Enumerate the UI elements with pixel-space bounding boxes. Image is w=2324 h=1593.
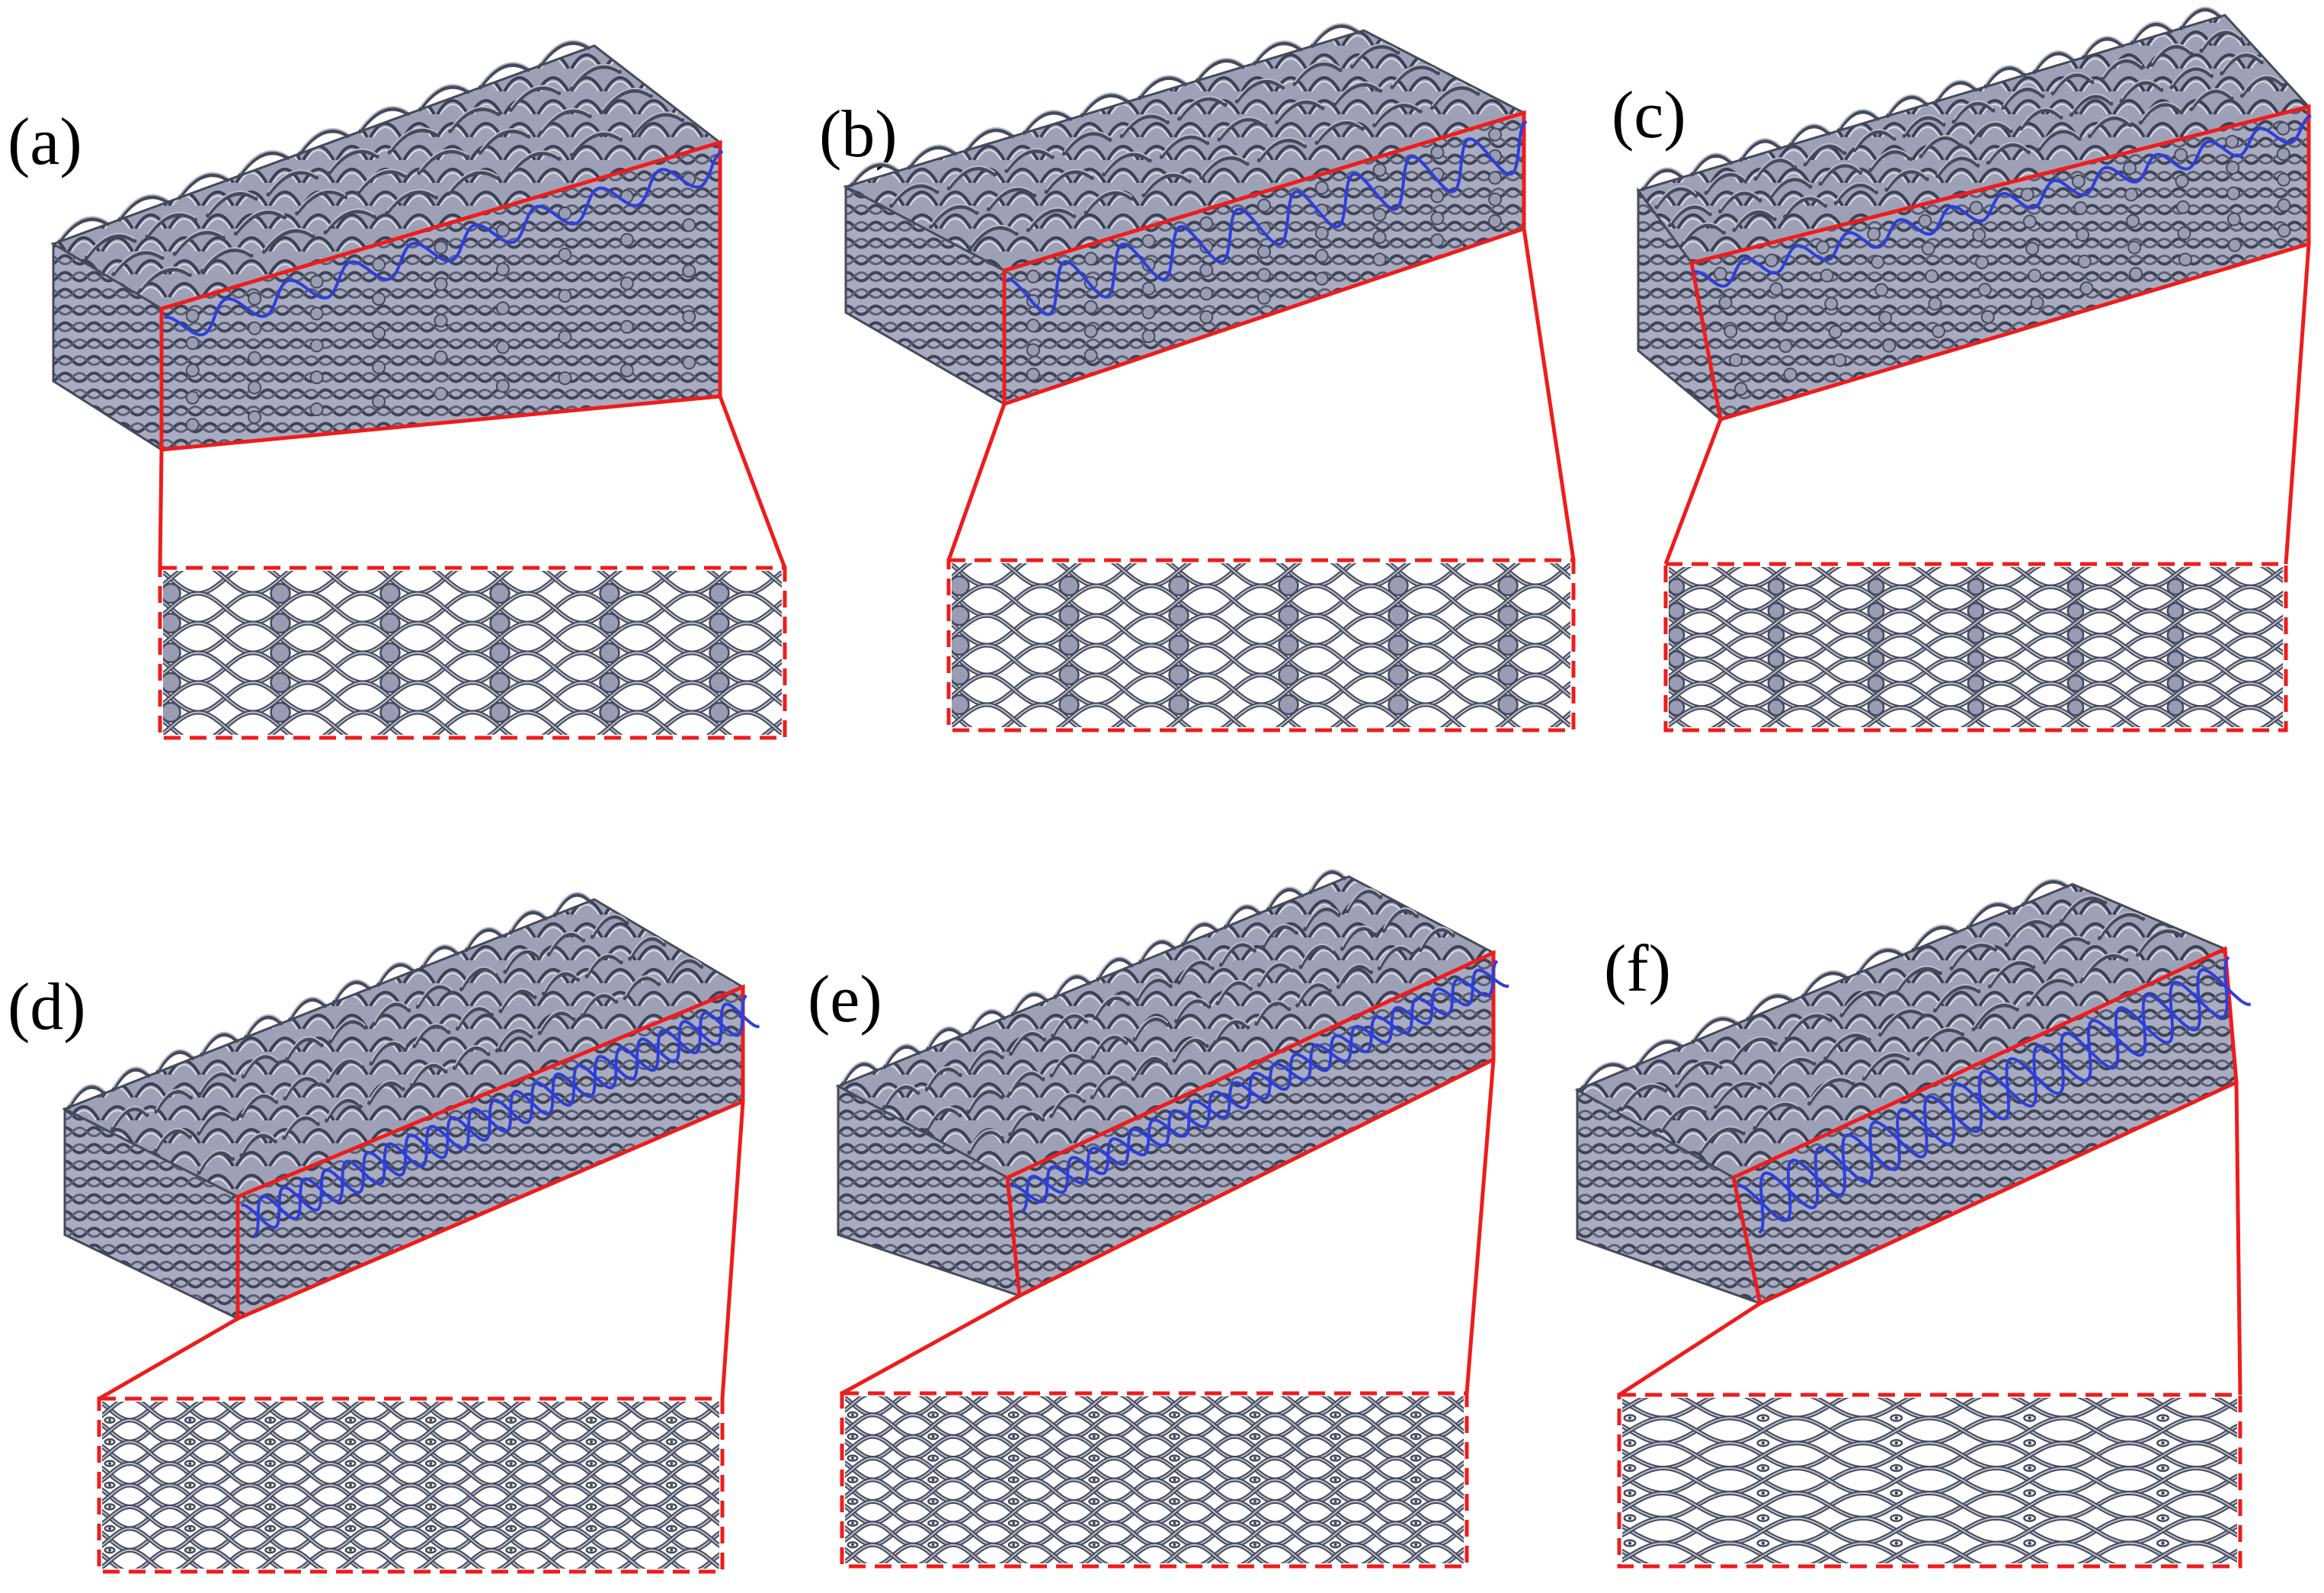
front-face-nodes (1026, 127, 1503, 382)
highlighted-wire-path (1007, 120, 1528, 316)
zoom-leader-right (720, 1101, 745, 1399)
highlighted-wire-path (1737, 956, 2230, 1223)
lattice-crest-wires (1580, 878, 2184, 1155)
zoom-inset-frame (97, 1396, 725, 1574)
panel-b: (b) (819, 23, 1576, 732)
zoom-inset-f (1617, 1393, 2242, 1569)
zoom-inset-a (158, 566, 787, 740)
front-face-nodes (1713, 121, 2291, 396)
panel-a: (a) (8, 40, 787, 740)
zoom-leader-right (1465, 1059, 1496, 1394)
zoom-leader-right (2234, 1082, 2242, 1396)
lattice-front-face (1692, 107, 2309, 419)
highlighted-wire-path-counter (1758, 968, 2251, 1234)
zoom-leader-left (1663, 418, 1723, 565)
panel-label-f: (f) (1604, 932, 1671, 1006)
panel-label-d: (d) (8, 970, 86, 1044)
lattice-crest-wires (840, 869, 1455, 1155)
highlighted-wire-path-counter (1021, 968, 1509, 1213)
highlighted-wire-path (1010, 960, 1499, 1204)
zoom-leader-left (158, 449, 164, 569)
zoom-inset-frame (158, 566, 787, 740)
zoom-leader-right (718, 396, 787, 569)
highlighted-wire-path (1693, 114, 2312, 288)
zoom-leader-right (2284, 243, 2311, 565)
zoom-leader-left (1618, 1301, 1762, 1397)
lattice-crest-wires (1641, 6, 2285, 245)
zoom-inset-d (97, 1396, 725, 1574)
zoom-inset-e (840, 1391, 1469, 1569)
zoom-leader-left (98, 1316, 239, 1401)
zoom-inset-frame (840, 1391, 1469, 1569)
highlighted-wire-path-counter (253, 1002, 760, 1238)
lattice-crest-wires (67, 892, 704, 1175)
panel-d: (d) (8, 892, 760, 1574)
panel-label-a: (a) (8, 105, 82, 179)
panel-f: (f) (1574, 878, 2251, 1569)
zoom-inset-frame (1617, 1393, 2242, 1569)
lattice-crest-wires (850, 23, 1481, 250)
panel-e: (e) (808, 869, 1509, 1569)
panel-label-c: (c) (1612, 79, 1686, 152)
zoom-inset-frame (1663, 562, 2288, 732)
zoom-inset-b (946, 558, 1576, 732)
panel-label-e: (e) (808, 963, 882, 1037)
highlighted-wire-path (241, 994, 747, 1229)
panel-c: (c) (1612, 6, 2312, 732)
lattice-front-face (1733, 949, 2236, 1303)
zoom-inset-c (1663, 562, 2288, 732)
zoom-leader-left (840, 1293, 1021, 1396)
highlighted-wire-path (164, 149, 724, 337)
zoom-leader-left (946, 403, 1007, 561)
zoom-inset-frame (946, 558, 1576, 732)
lattice-crest-wires (57, 40, 685, 293)
zoom-leader-right (1522, 228, 1576, 561)
panel-label-b: (b) (819, 98, 898, 171)
